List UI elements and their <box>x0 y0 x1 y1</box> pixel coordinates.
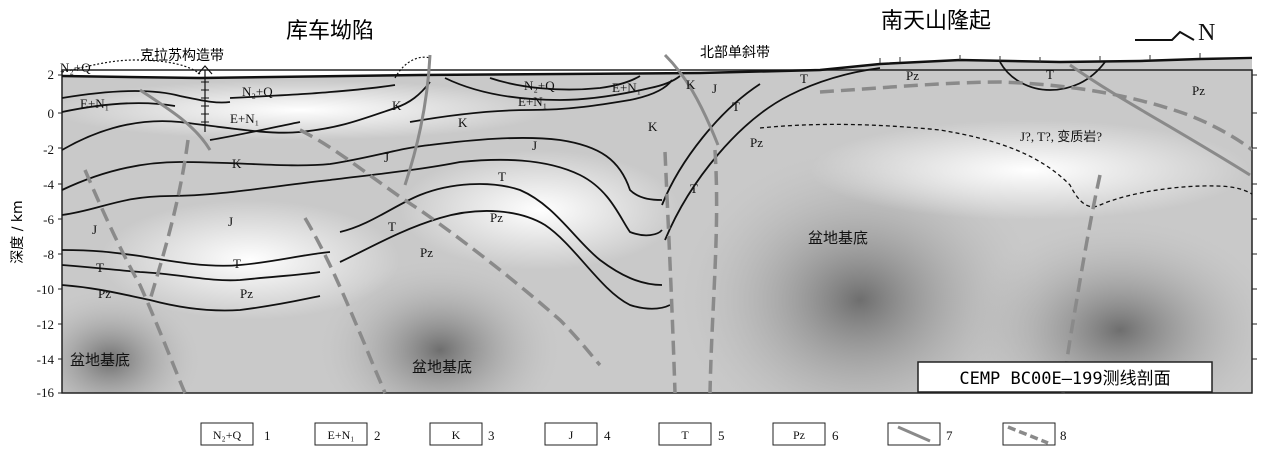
legend-dashed-fault-swatch <box>1007 425 1049 445</box>
unit-label: T <box>800 71 808 86</box>
unit-label: 盆地基底 <box>412 358 472 376</box>
legend-number: 5 <box>718 428 725 443</box>
unit-label: E+N₁ <box>80 96 109 111</box>
legend-box <box>200 422 254 446</box>
legend-symbol: N₂+Q <box>213 428 242 442</box>
borehole-arrow <box>197 65 213 75</box>
y-tick: -10 <box>37 282 54 297</box>
unit-label: T <box>388 219 396 234</box>
unit-label: T <box>1046 67 1054 82</box>
unit-label: 盆地基底 <box>808 229 868 247</box>
unit-label: E+N₁ <box>518 94 547 109</box>
section-shading <box>62 60 1252 393</box>
unit-label: Pz <box>420 245 433 260</box>
legend-box <box>429 422 483 446</box>
y-axis-label: 深度 / km <box>10 200 26 263</box>
topographic-surface <box>61 56 1253 80</box>
inferred-horizon-dashed <box>759 123 1253 208</box>
unit-label: N₂+Q <box>242 84 273 99</box>
borehole-ticks <box>201 81 209 123</box>
unit-label: 盆地基底 <box>70 351 130 369</box>
y-axis-ticks: 2 0 -2 -4 -6 -8 -10 -12 -14 -16 <box>37 67 55 400</box>
y-tick: -12 <box>37 317 54 332</box>
legend-symbol: K <box>452 428 461 442</box>
legend-number: 3 <box>488 428 495 443</box>
legend-box <box>772 422 826 446</box>
unit-label: J <box>712 81 717 96</box>
unit-label: K <box>232 156 242 171</box>
unit-label: Pz <box>750 135 763 150</box>
unit-label: K <box>458 115 468 130</box>
unit-label: E+N₁ <box>612 80 641 95</box>
section-label-box <box>917 361 1213 393</box>
plot-frame <box>61 69 1253 394</box>
unit-label: J?, T?, 变质岩? <box>1020 129 1102 144</box>
faults-solid <box>139 53 1251 186</box>
unit-label: T <box>498 169 506 184</box>
legend-number: 7 <box>946 428 953 443</box>
legend-number: 2 <box>374 428 381 443</box>
y-tick: -16 <box>37 385 55 400</box>
legend-symbol: E+N₁ <box>328 428 355 442</box>
unit-label: J <box>384 150 389 165</box>
legend-box <box>658 422 712 446</box>
legend-symbol: J <box>569 428 574 442</box>
unit-label: N₂+Q <box>60 60 91 75</box>
unit-label: Pz <box>240 286 253 301</box>
legend-solid-fault-swatch <box>897 425 931 443</box>
unit-label: N₂+Q <box>524 78 555 93</box>
unit-label: J <box>532 138 537 153</box>
eroded-fold-dotted <box>394 56 431 79</box>
legend-box <box>314 422 368 446</box>
axis-tick-marks <box>58 74 1257 394</box>
legend-number: 4 <box>604 428 611 443</box>
legend-number: 6 <box>832 428 839 443</box>
unit-label: T <box>233 256 241 271</box>
label-beibu: 北部单斜带 <box>700 45 770 61</box>
legend-box <box>544 422 598 446</box>
basin-labels: 盆地基底 盆地基底 盆地基底 <box>70 229 868 376</box>
y-tick: -14 <box>37 352 55 367</box>
y-tick: 0 <box>48 106 55 121</box>
unit-labels: N₂+Q N₂+Q N₂+Q E+N₁ E+N₁ E+N₁ E+N₁ K K K… <box>60 60 1205 301</box>
unit-label: T <box>690 181 698 196</box>
legend-number: 8 <box>1060 428 1067 443</box>
unit-label: E+N₁ <box>230 111 259 126</box>
unit-label: J <box>228 214 233 229</box>
faults-dashed <box>83 80 1254 394</box>
unit-label: T <box>732 99 740 114</box>
title-kuche: 库车坳陷 <box>286 19 374 44</box>
unit-label: K <box>648 119 658 134</box>
y-tick: -6 <box>43 212 54 227</box>
unit-label: Pz <box>906 68 919 83</box>
unit-label: T <box>96 260 104 275</box>
y-tick: -2 <box>43 142 54 157</box>
section-label: CEMP BC00E—199测线剖面 <box>959 369 1170 389</box>
north-label: N <box>1198 20 1215 46</box>
unit-label: Pz <box>1192 83 1205 98</box>
title-tianshan: 南天山隆起 <box>881 9 991 34</box>
unit-label: K <box>392 98 402 113</box>
legend-number: 1 <box>264 428 271 443</box>
eroded-anticline-dotted <box>61 59 201 75</box>
unit-label: Pz <box>490 210 503 225</box>
unit-label: K <box>686 77 696 92</box>
y-tick: -8 <box>43 247 54 262</box>
legend-symbol: Pz <box>793 428 805 442</box>
y-tick: 2 <box>48 67 55 82</box>
horizon-lines <box>61 61 1106 312</box>
y-tick: -4 <box>43 177 54 192</box>
unit-label: Pz <box>98 286 111 301</box>
legend: N₂+Q 1 E+N₁ 2 K 3 J 4 T 5 Pz 6 7 8 <box>200 422 1067 446</box>
label-kelasu: 克拉苏构造带 <box>140 48 224 64</box>
north-arrow-icon <box>1135 30 1195 41</box>
unit-label: J <box>92 222 97 237</box>
legend-symbol: T <box>681 428 689 442</box>
topo-ticks <box>879 53 1201 63</box>
